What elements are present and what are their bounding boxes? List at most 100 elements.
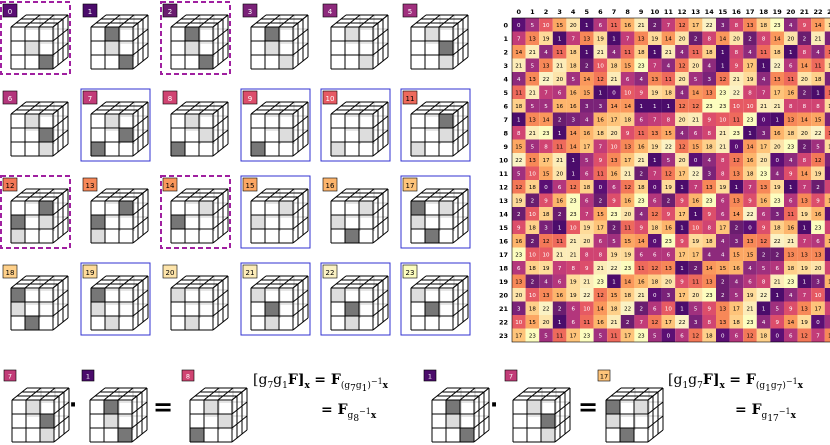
table-cell [648,328,662,342]
table-cell [525,328,540,342]
table-cell [539,139,553,153]
table-cell [634,301,648,315]
table-value: 3 [707,171,711,177]
table-cell [784,99,798,113]
table-value: 2 [762,252,766,258]
table-value: 20 [556,77,563,83]
equation-2-line-1: [g1g7F]x = F(g1g7)−1x [668,372,804,394]
table-cell [716,328,730,342]
table-value: 0 [544,185,548,191]
highlighted-cell [190,428,204,442]
table-value: 18 [638,50,645,56]
table-cell [770,31,784,45]
table-cell [824,328,830,342]
table-value: 3 [816,279,820,285]
tile-color-chip [402,177,418,192]
table-value: 20 [774,144,781,150]
table-cell [688,261,703,275]
table-value: 19 [828,23,830,29]
table-cell [770,288,784,302]
table-value: 21 [597,50,604,56]
table-value: 8 [667,117,671,123]
top-edge [89,387,106,401]
table-value: 22 [583,293,590,299]
top-edge [170,101,187,115]
table-cell [824,126,830,140]
top-edge [344,275,361,289]
table-cell [756,166,771,180]
tile-color-chip [242,90,258,105]
table-value: 13 [651,131,658,137]
table-cell [702,58,716,72]
table-cell [552,301,567,315]
table-cell [743,18,757,32]
table-value: 16 [556,104,563,110]
table-value: 7 [803,293,807,299]
table-cell [661,274,676,288]
table-cell [770,112,784,126]
faint-cell [331,142,345,156]
table-cell [811,207,825,221]
cube [330,101,389,157]
tile-number: 11 [406,95,415,103]
table-cell [580,126,594,140]
table-cell [702,274,716,288]
table-value: 14 [638,239,645,245]
table-value: 17 [611,117,618,123]
table-value: 0 [517,23,521,29]
side-edge [52,101,69,115]
top-edge [90,188,107,202]
side-edge [452,289,469,303]
table-cell [648,274,662,288]
top-edge [633,387,650,401]
table-value: 22 [515,158,522,164]
faint-cell [634,400,648,414]
top-edge [24,275,41,289]
example-tile-1: 1 [81,369,148,443]
table-cell [824,139,830,153]
side-edge [231,387,248,401]
table-value: 14 [515,50,522,56]
table-value: 11 [760,50,767,56]
table-cell [539,126,553,140]
tile-frame-solid [320,262,391,336]
tile-frame-dashed [160,175,231,249]
table-cell [688,112,703,126]
table-cell [634,85,648,99]
table-value: 10 [815,293,822,299]
dot-operator: · [69,393,77,418]
side-edge [372,101,389,115]
cube [170,275,229,331]
side-edge [554,401,571,415]
table-value: 23 [706,198,713,204]
table-value: 18 [583,185,590,191]
table-value: 3 [707,77,711,83]
side-edge [452,317,469,331]
table-value: 15 [624,239,631,245]
table-value: 1 [721,63,725,69]
table-cell [716,126,730,140]
table-value: 6 [639,252,643,258]
table-cell [620,180,635,194]
table-cell [593,315,608,329]
highlighted-cell [541,414,555,428]
tile-color-chip [3,369,17,382]
table-value: 21 [570,252,577,258]
table-value: 14 [801,63,808,69]
table-value: 12 [719,77,726,83]
table-cell [675,180,689,194]
table-cell [688,220,703,234]
table-value: 18 [529,266,536,272]
table-cell [580,18,594,32]
table-cell [525,58,540,72]
side-edge [372,230,389,244]
table-value: 7 [585,212,589,218]
tile-number: 23 [406,269,415,277]
table-value: 2 [558,117,562,123]
top-edge [189,387,206,401]
table-value: 14 [815,23,822,29]
table-value: 21 [556,158,563,164]
table-cell [580,207,594,221]
tile-number: 8 [168,95,172,103]
table-value: 8 [599,252,603,258]
